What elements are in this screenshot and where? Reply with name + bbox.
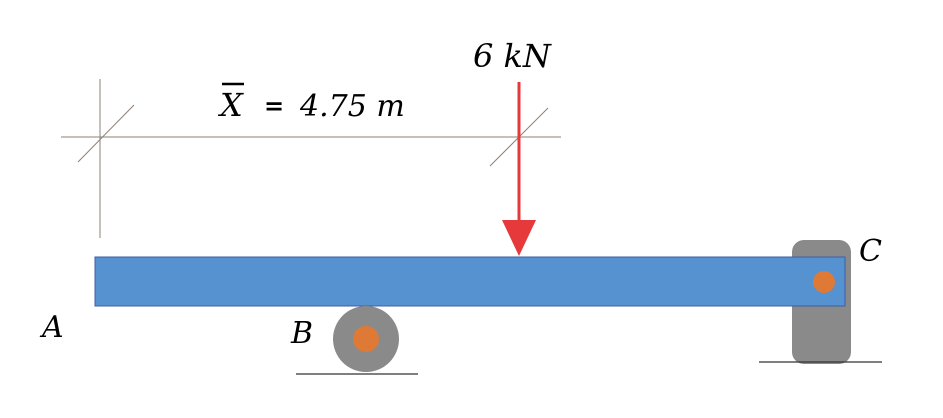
- dimension-symbol: X: [217, 86, 244, 124]
- pin-c: [813, 271, 835, 293]
- dimension-lines: [61, 79, 561, 238]
- beam: [94, 256, 846, 307]
- dimension-equals: =: [264, 92, 284, 120]
- tick-mark-left: [77, 104, 135, 163]
- label-b: B: [290, 316, 313, 351]
- label-c: C: [859, 234, 882, 269]
- dimension-value: 4.75 m: [299, 89, 405, 124]
- label-a: A: [39, 310, 64, 345]
- force-label: 6 kN: [473, 37, 552, 75]
- force-arrow-head-icon: [502, 220, 536, 256]
- pin-b: [353, 326, 379, 352]
